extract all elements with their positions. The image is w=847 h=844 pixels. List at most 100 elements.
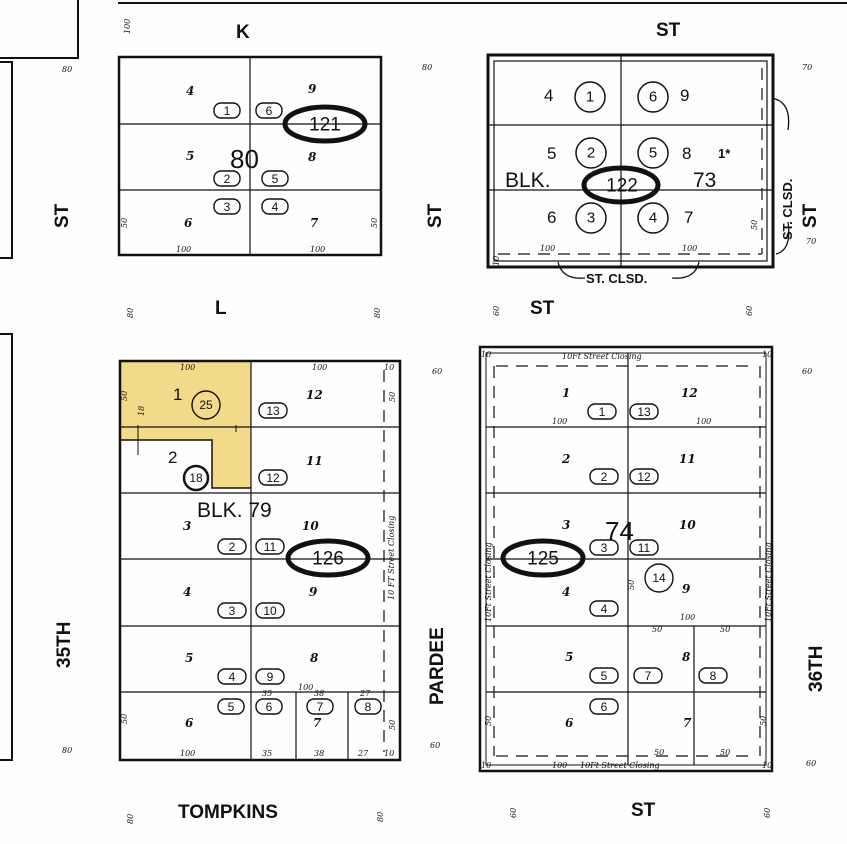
dimension-label: 80 <box>126 814 135 824</box>
parcel-number: 6 <box>601 700 608 714</box>
dimension-label: 50 <box>120 391 129 401</box>
parcel-markers-b74 <box>587 403 728 715</box>
lot-number: 7 <box>310 216 319 230</box>
dimension-label: 60 <box>763 808 772 818</box>
lot-number: 9 <box>309 585 318 599</box>
dimension-label: 80 <box>62 746 72 755</box>
parcel-number: 4 <box>272 200 279 214</box>
lot-number: 9 <box>680 86 689 105</box>
dimension-label: 38 <box>314 749 324 758</box>
street-label-35th: 35TH <box>54 622 75 668</box>
lot-number: 3 <box>183 519 191 533</box>
dimension-label: 60 <box>432 367 442 376</box>
dimension-label: 100 <box>680 613 695 622</box>
lot-number: 6 <box>184 216 193 230</box>
dimension-label: 38 <box>314 689 324 698</box>
dimension-label: 60 <box>802 367 812 376</box>
block-number-74: 74 <box>605 516 634 546</box>
dimension-label: 60 <box>806 759 816 768</box>
dimension-label: 100 <box>552 417 567 426</box>
street-label-l: L <box>215 298 227 319</box>
block-79 <box>118 359 402 762</box>
lot-number: 5 <box>186 149 194 163</box>
street-label-st-mid: ST <box>425 203 446 228</box>
dimension-label: 100 <box>180 749 195 758</box>
left-partial-blocks <box>0 0 79 761</box>
lot-number: 4 <box>186 84 194 98</box>
dimension-label: 80 <box>62 65 72 74</box>
parcel-number: 8 <box>710 669 717 683</box>
dimension-label: 100 <box>552 761 567 770</box>
dimension-label: 50 <box>120 714 129 724</box>
parcel-number: 1 <box>599 405 606 419</box>
parcel-number: 1 <box>586 89 594 106</box>
highlight-ticks <box>137 425 237 455</box>
street-closing-right: 10Ft Street Closing <box>764 542 773 622</box>
parcel-number: 1 <box>224 104 231 118</box>
parcel-number: 6 <box>649 89 657 106</box>
lot-number: 4 <box>544 86 553 105</box>
dimension-label: 100 <box>180 363 195 372</box>
dimension-label: 10 <box>762 761 772 770</box>
dimension-label: 10 <box>481 350 491 359</box>
street-closed-brackets <box>557 97 790 279</box>
lot-number: 8 <box>682 650 691 664</box>
dimension-label: 80 <box>373 308 382 318</box>
lot-number: 8 <box>682 144 691 163</box>
lot-number: 8 <box>308 150 317 164</box>
dimension-label: 50 <box>750 220 759 230</box>
street-label-st-left: ST <box>52 203 73 228</box>
lot-number: 6 <box>185 716 194 730</box>
lot-number: 5 <box>185 651 193 665</box>
dimension-label: 50 <box>654 748 664 757</box>
parcel-number: 25 <box>199 398 213 412</box>
dimension-label: 100 <box>123 19 132 34</box>
dimension-label: 60 <box>492 306 501 316</box>
assessor-number-121: 121 <box>309 115 341 136</box>
dimension-label: 27 <box>359 689 371 698</box>
dimension-label: 60 <box>430 741 440 750</box>
dimension-label: 100 <box>310 245 325 254</box>
lot-number: 11 <box>679 452 696 466</box>
parcel-number: 6 <box>266 700 273 714</box>
parcel-number: 2 <box>229 540 236 554</box>
street-label-st-l: ST <box>530 298 555 319</box>
lot-number: 3 <box>562 518 570 532</box>
street-closing-bottom: 10Ft Street Closing <box>580 761 660 770</box>
dimension-label: 35 <box>262 749 272 758</box>
dimension-label: 100 <box>176 245 191 254</box>
lot-number: 10 <box>679 518 696 532</box>
parcel-number: 4 <box>601 602 608 616</box>
dimension-label: 18 <box>137 406 146 416</box>
dimension-label: 10 <box>384 749 394 758</box>
parcel-number: 5 <box>649 145 657 162</box>
assessor-number-126: 126 <box>312 549 344 570</box>
lot-number: 7 <box>313 716 322 730</box>
parcel-number: 18 <box>189 471 203 485</box>
street-closing-b79: 10 FT Street Closing <box>387 516 396 600</box>
dimension-label: 80 <box>126 308 135 318</box>
dimension-label: 50 <box>120 218 129 228</box>
assessor-number-122: 122 <box>606 176 638 197</box>
lot-number: 5 <box>547 144 556 163</box>
dimension-label: 80 <box>422 63 432 72</box>
highlighted-parcel-25[interactable] <box>120 362 251 488</box>
lot-number: 2 <box>561 452 570 466</box>
street-label-pardee: PARDEE <box>427 627 448 705</box>
dimension-label: 60 <box>745 306 754 316</box>
parcel-number: 12 <box>266 471 280 485</box>
street-label-st-top: ST <box>656 20 681 41</box>
parcel-number: 13 <box>637 405 651 419</box>
parcel-number: 3 <box>224 200 231 214</box>
block-80 <box>117 55 383 257</box>
lot-number: 8 <box>310 651 319 665</box>
lot-number: 1 <box>562 386 570 400</box>
dimension-label: 10 <box>384 363 394 372</box>
lot-number: 7 <box>684 208 693 227</box>
parcel-number: 2 <box>601 470 608 484</box>
street-label-36th: 36TH <box>806 646 827 692</box>
street-closed-note-right: ST. CLSD. <box>780 179 795 240</box>
parcel-markers-b79 <box>182 390 382 715</box>
dimension-label: 27 <box>357 749 369 758</box>
